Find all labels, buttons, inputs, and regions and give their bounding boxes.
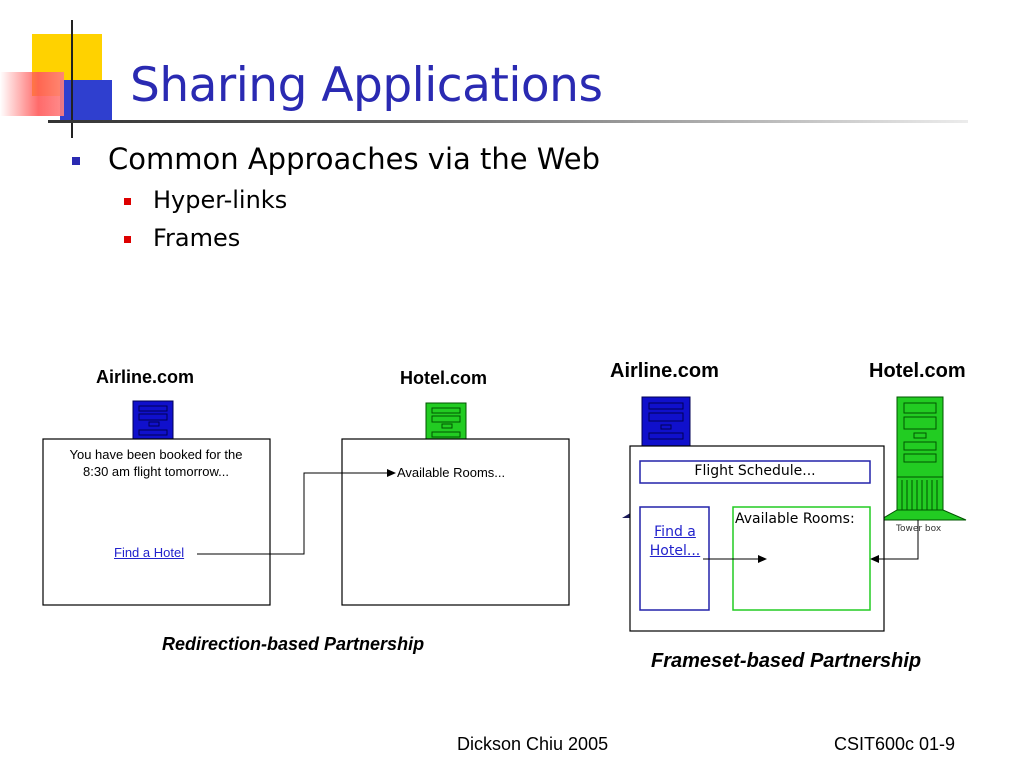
bullet-square-sub-2 [124, 236, 131, 243]
right-airline-server-icon [622, 396, 691, 518]
logo-blue-square [60, 80, 112, 122]
right-airline-label: Airline.com [610, 360, 719, 382]
footer-author: Dickson Chiu 2005 [457, 734, 609, 754]
bullet-square-main [72, 157, 80, 165]
left-hotel-label: Hotel.com [400, 368, 488, 388]
left-hotel-page-box [341, 438, 570, 606]
logo-vertical-line [71, 20, 73, 138]
right-top-frame-text: Flight Schedule... [694, 463, 816, 479]
left-hotel-content: Available Rooms... [397, 465, 506, 480]
right-tower-label: Tower box [896, 524, 942, 534]
logo-decoration [0, 20, 130, 140]
right-left-frame [639, 506, 710, 611]
right-hotel-label: Hotel.com [869, 360, 966, 382]
right-right-frame-text: Available Rooms: [735, 511, 855, 527]
left-hotel-server-icon [425, 402, 467, 442]
bullet-square-sub-1 [124, 198, 131, 205]
page-title: Sharing Applications [130, 58, 603, 113]
right-hotel-arrow [877, 520, 919, 560]
bullet-main: Common Approaches via the Web [108, 142, 601, 176]
left-airline-label: Airline.com [96, 367, 195, 387]
left-airline-message: You have been booked for the 8:30 am fli… [69, 447, 243, 479]
title-underline [48, 120, 968, 123]
left-caption: Redirection-based Partnership [162, 634, 425, 654]
bullet-sub-hyperlinks: Hyper-links [153, 186, 288, 214]
right-top-frame [639, 460, 871, 484]
left-find-hotel-link[interactable]: Find a Hotel [114, 545, 185, 560]
right-hotel-tower-icon [878, 396, 967, 521]
right-find-hotel-link[interactable]: Find a Hotel... [649, 524, 701, 559]
left-airline-page-box [42, 438, 271, 606]
left-redirect-arrow [197, 472, 390, 555]
logo-red-square [0, 72, 64, 116]
footer-course: CSIT600c 01-9 [834, 734, 956, 754]
right-caption: Frameset-based Partnership [651, 650, 922, 672]
bullet-sub-frames: Frames [153, 224, 241, 252]
